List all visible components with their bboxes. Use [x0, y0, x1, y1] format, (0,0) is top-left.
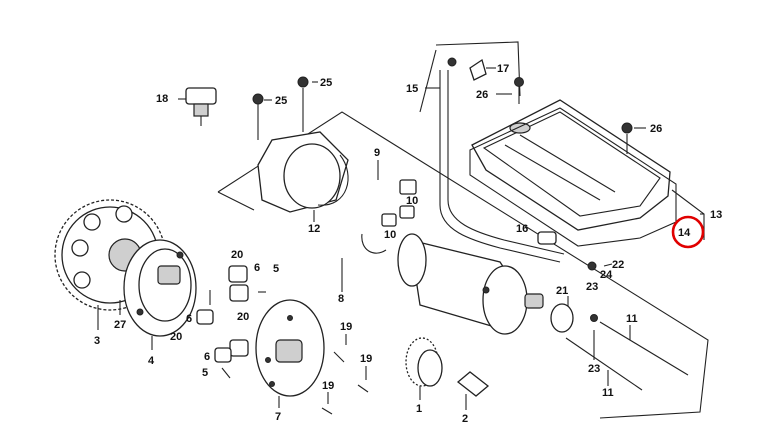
callout-5: 5 [202, 367, 208, 379]
idle-gear [405, 337, 443, 387]
highlight-ring [671, 215, 705, 249]
callout-18: 18 [156, 93, 168, 105]
callout-6: 6 [254, 262, 260, 274]
o-ring [550, 303, 574, 333]
callout-20: 20 [231, 249, 243, 261]
leader-lines [97, 67, 704, 410]
highlighted-callout-14[interactable]: 14 [671, 215, 705, 249]
breather-tube [439, 57, 565, 263]
callout-20: 20 [170, 331, 182, 343]
callout-23: 23 [588, 363, 600, 375]
callout-6: 6 [204, 351, 210, 363]
starter-clutch-outer [123, 239, 197, 337]
callout-17: 17 [497, 63, 509, 75]
callout-26: 26 [650, 123, 662, 135]
callout-3: 3 [94, 335, 100, 347]
gear-shaft [456, 371, 490, 397]
starter-cover [471, 99, 671, 231]
callout-10: 10 [406, 195, 418, 207]
callout-10: 10 [384, 229, 396, 241]
callout-20: 20 [237, 311, 249, 323]
rollers-and-springs [196, 265, 266, 379]
cover-gasket [469, 107, 677, 247]
callout-12: 12 [308, 223, 320, 235]
callout-8: 8 [338, 293, 344, 305]
callout-6: 6 [186, 313, 192, 325]
callout-14: 14 [678, 227, 691, 239]
callout-5: 5 [273, 263, 279, 275]
callout-19: 19 [340, 321, 352, 333]
callout-11: 11 [626, 313, 638, 325]
callout-1: 1 [416, 403, 422, 415]
callout-13: 13 [710, 209, 722, 221]
dowel-pin [537, 231, 557, 245]
callout-15: 15 [406, 83, 418, 95]
bolts [252, 76, 689, 415]
callout-22: 22 [612, 259, 624, 271]
callout-19: 19 [322, 380, 334, 392]
callout-11: 11 [602, 387, 614, 399]
callout-9: 9 [374, 147, 380, 159]
callout-4: 4 [148, 355, 155, 367]
callout-24: 24 [600, 269, 613, 281]
callout-labels: 1 2 3 4 5 5 6 6 6 7 8 9 10 10 11 11 12 1… [94, 63, 722, 425]
callout-23: 23 [586, 281, 598, 293]
callout-21: 21 [556, 285, 568, 297]
starter-motor [397, 233, 544, 335]
callout-19: 19 [360, 353, 372, 365]
starter-clutch-plate [255, 299, 325, 397]
pressure-switch [185, 87, 217, 126]
callout-7: 7 [275, 411, 281, 423]
callout-25: 25 [275, 95, 287, 107]
callout-27: 27 [114, 319, 126, 331]
tube-clip [469, 58, 487, 81]
pickup-housing [257, 131, 349, 213]
callout-2: 2 [462, 413, 468, 425]
callout-25: 25 [320, 77, 332, 89]
callout-16: 16 [516, 223, 528, 235]
callout-26: 26 [476, 89, 488, 101]
brushes-terminal [361, 179, 417, 254]
